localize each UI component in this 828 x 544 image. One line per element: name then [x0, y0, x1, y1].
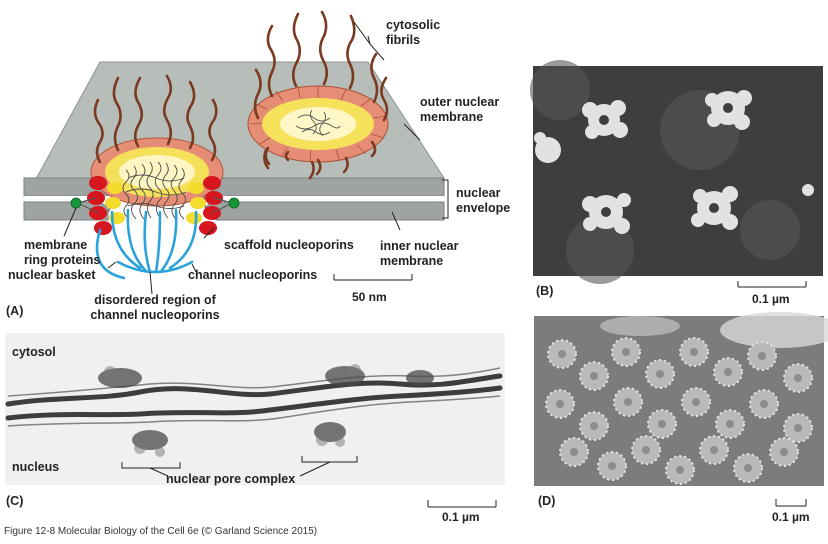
label-nuclear-basket: nuclear basket	[8, 268, 96, 283]
label-nuclear-pore-complex: nuclear pore complex	[166, 472, 295, 487]
panel-b-micrograph	[530, 60, 823, 287]
scale-label-b: 0.1 µm	[752, 292, 790, 306]
label-scaffold-nucleoporins: scaffold nucleoporins	[224, 238, 354, 253]
panel-letter-b: (B)	[536, 284, 553, 298]
scale-label-a: 50 nm	[352, 290, 387, 304]
label-cytosol: cytosol	[12, 345, 56, 360]
back-pore	[248, 86, 388, 162]
panel-d-micrograph	[534, 312, 828, 506]
label-inner-nuclear-membrane: inner nuclear membrane	[380, 239, 459, 269]
label-outer-nuclear-membrane: outer nuclear membrane	[420, 95, 499, 125]
label-nucleus: nucleus	[12, 460, 59, 475]
scale-label-c: 0.1 µm	[442, 510, 480, 524]
label-membrane-ring-proteins: membrane ring proteins	[24, 238, 100, 268]
label-channel-nucleoporins: channel nucleoporins	[188, 268, 317, 283]
label-cytosolic-fibrils: cytosolic fibrils	[386, 18, 440, 48]
label-nuclear-envelope: nuclear envelope	[456, 186, 510, 216]
panel-letter-c: (C)	[6, 494, 23, 508]
label-disordered-region: disordered region of channel nucleoporin…	[70, 293, 240, 323]
scale-label-d: 0.1 µm	[772, 510, 810, 524]
panel-letter-a: (A)	[6, 304, 23, 318]
figure-caption: Figure 12-8 Molecular Biology of the Cel…	[4, 526, 317, 537]
panel-letter-d: (D)	[538, 494, 555, 508]
